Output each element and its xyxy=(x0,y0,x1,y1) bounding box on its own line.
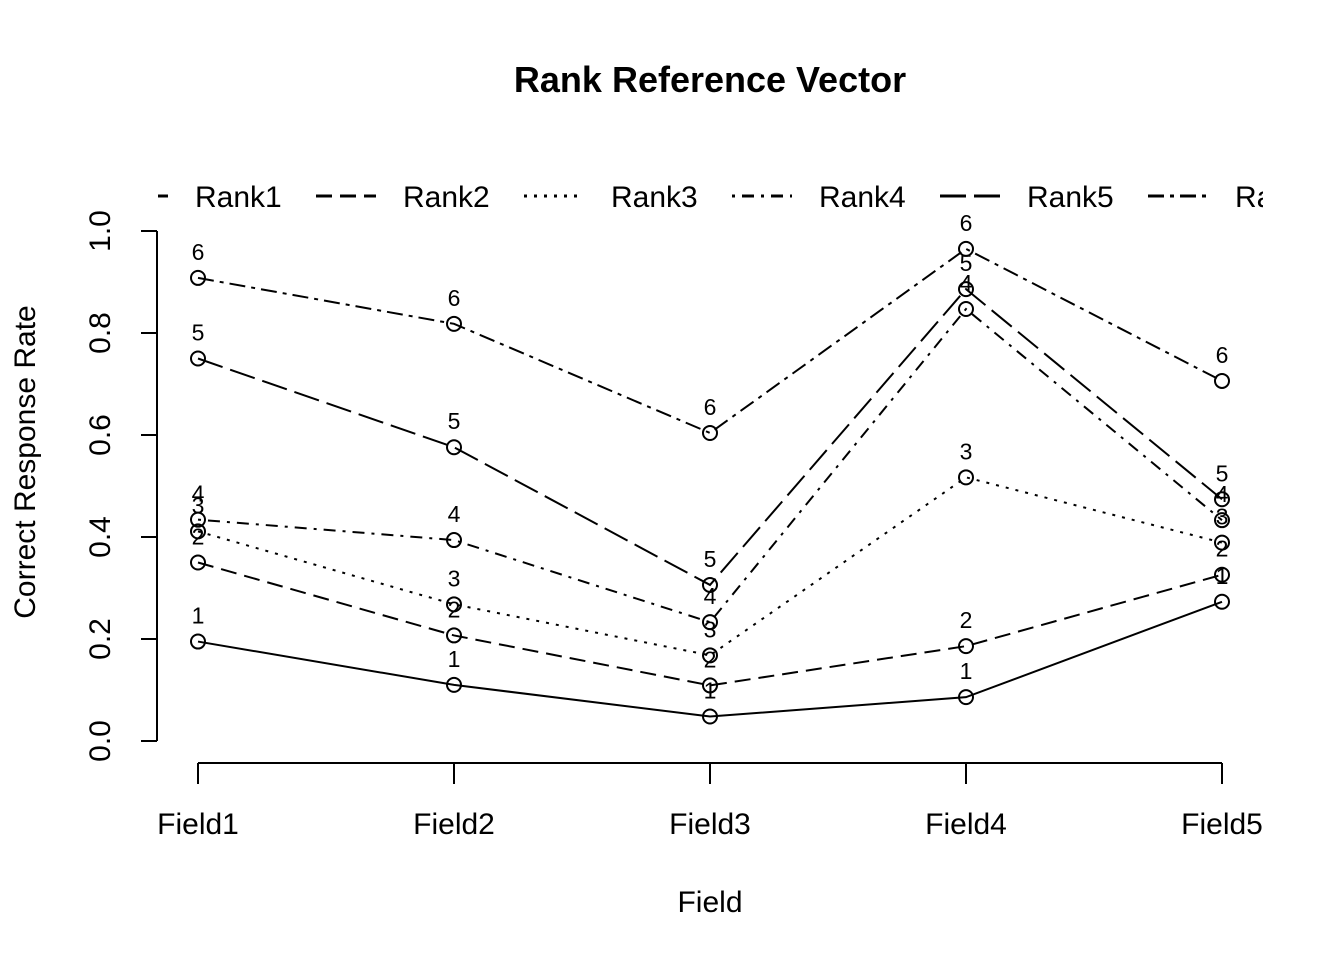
y-axis-label: Correct Response Rate xyxy=(9,305,42,618)
point-label: 4 xyxy=(1216,481,1229,507)
y-tick-label: 1.0 xyxy=(84,210,117,252)
point-label: 3 xyxy=(1216,504,1229,530)
data-point xyxy=(958,301,974,318)
data-point xyxy=(446,439,462,456)
point-label: 5 xyxy=(704,546,717,572)
x-tick-label: Field3 xyxy=(669,808,751,841)
data-point xyxy=(702,677,718,694)
point-label: 3 xyxy=(192,492,205,518)
x-tick-label: Field5 xyxy=(1181,808,1263,841)
legend-label: Rank1 xyxy=(195,181,282,214)
data-point xyxy=(446,532,462,549)
y-tick-label: 0.2 xyxy=(84,618,117,660)
y-axis: 0.0 0.2 0.4 0.6 0.8 1.0 xyxy=(84,210,158,762)
point-label: 6 xyxy=(192,239,205,265)
data-point xyxy=(446,596,462,613)
legend-label: Rank2 xyxy=(403,181,490,214)
data-point xyxy=(958,469,974,486)
point-label: 6 xyxy=(960,210,973,236)
point-label: 2 xyxy=(192,524,205,550)
data-point xyxy=(702,647,718,664)
data-point xyxy=(958,689,974,706)
legend-label: Ra xyxy=(1235,181,1274,214)
data-point xyxy=(190,554,206,571)
x-tick-label: Field4 xyxy=(925,808,1007,841)
point-label: 1 xyxy=(448,646,461,672)
point-label: 1 xyxy=(960,658,973,684)
series-rank5: 5 5 5 5 5 xyxy=(190,250,1230,593)
series-line xyxy=(197,600,1223,718)
point-label: 3 xyxy=(960,438,973,464)
x-axis-label: Field xyxy=(677,886,742,919)
point-label: 5 xyxy=(1216,460,1229,486)
data-point xyxy=(1214,491,1230,508)
y-tick-label: 0.6 xyxy=(84,414,117,456)
legend-label: Rank3 xyxy=(611,181,698,214)
point-label: 4 xyxy=(192,481,205,507)
legend-label: Rank5 xyxy=(1027,181,1114,214)
data-point xyxy=(446,315,462,332)
point-label: 1 xyxy=(192,603,205,629)
data-point xyxy=(1214,372,1230,389)
point-label: 6 xyxy=(448,285,461,311)
point-label: 4 xyxy=(704,583,717,609)
data-point xyxy=(702,614,718,631)
data-point xyxy=(190,511,206,528)
x-tick-label: Field2 xyxy=(413,808,495,841)
x-tick-label: Field1 xyxy=(157,808,239,841)
y-tick-label: 0.0 xyxy=(84,720,117,762)
point-label: 5 xyxy=(192,320,205,346)
legend: Rank1 Rank2 Rank3 Rank4 Rank5 Ra xyxy=(158,181,1274,214)
data-point xyxy=(446,627,462,644)
series-line xyxy=(197,247,1223,435)
data-point xyxy=(958,638,974,655)
point-label: 4 xyxy=(448,501,461,527)
data-point xyxy=(958,240,974,257)
series-line xyxy=(197,287,1223,587)
series-line xyxy=(197,561,1223,687)
series-line xyxy=(197,307,1223,624)
data-point xyxy=(702,708,718,725)
point-label: 5 xyxy=(960,250,973,276)
point-label: 6 xyxy=(704,394,717,420)
legend-label: Rank4 xyxy=(819,181,906,214)
data-point xyxy=(446,676,462,693)
data-point xyxy=(1214,566,1230,583)
data-point xyxy=(1214,512,1230,529)
x-axis: Field1 Field2 Field3 Field4 Field5 xyxy=(157,762,1263,841)
point-label: 2 xyxy=(960,607,973,633)
data-point xyxy=(1214,534,1230,551)
data-point xyxy=(702,576,718,593)
point-label: 3 xyxy=(448,565,461,591)
data-point xyxy=(190,523,206,540)
point-label: 6 xyxy=(1216,342,1229,368)
data-point xyxy=(190,633,206,650)
data-point xyxy=(702,424,718,441)
y-tick-label: 0.4 xyxy=(84,516,117,558)
data-point xyxy=(958,281,974,298)
data-point xyxy=(1214,593,1230,610)
data-point xyxy=(190,350,206,367)
series-rank6: 6 6 6 6 6 xyxy=(190,210,1230,441)
data-point xyxy=(190,269,206,286)
chart-title: Rank Reference Vector xyxy=(514,59,906,100)
point-label: 5 xyxy=(448,408,461,434)
y-tick-label: 0.8 xyxy=(84,312,117,354)
